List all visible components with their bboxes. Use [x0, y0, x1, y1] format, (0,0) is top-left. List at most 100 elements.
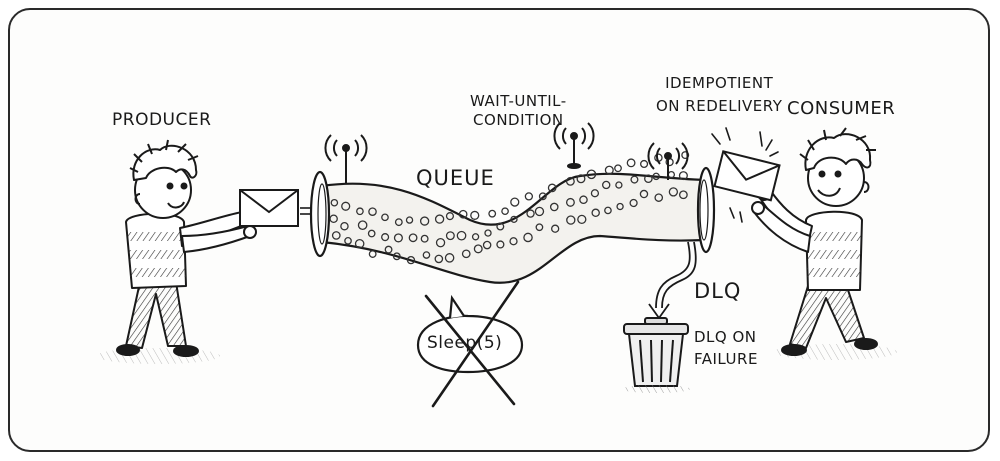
queue-dot [526, 209, 535, 218]
queue-dot [551, 224, 560, 233]
queue-dot [354, 238, 365, 249]
queue-dot [420, 234, 429, 243]
producer-shadow [96, 348, 220, 364]
queue-dot [576, 174, 586, 184]
wait-label-line2: CONDITION [473, 111, 564, 129]
queue-dot [344, 237, 352, 245]
queue-dot [667, 170, 676, 179]
producer-figure [116, 139, 257, 357]
queue-dot [616, 202, 624, 211]
queue-dot [496, 222, 505, 231]
queue-dot [496, 240, 505, 249]
trash-can-icon [622, 317, 690, 393]
envelope-icon [239, 189, 299, 227]
queue-dot [577, 214, 587, 225]
queue-dot [629, 198, 638, 208]
idempotent-label: IDEMPOTIENT ON REDELIVERY [656, 72, 782, 118]
queue-dot [678, 171, 688, 181]
queue-dot [524, 192, 534, 201]
queue-dot [488, 209, 497, 218]
queue-dot [445, 212, 455, 221]
queue-dot [501, 207, 509, 216]
queue-dot [356, 207, 364, 216]
queue-dot [510, 215, 518, 223]
queue-dot [434, 254, 444, 264]
queue-dot [565, 176, 575, 186]
queue-dot [547, 183, 557, 193]
idem-label-line1: IDEMPOTIENT [665, 74, 774, 92]
queue-dot [444, 253, 455, 263]
queue-dot [681, 151, 690, 160]
queue-dot [435, 237, 446, 248]
wait-label-line1: WAIT-UNTIL- [470, 92, 567, 110]
queue-dot [394, 218, 403, 227]
queue-dot [381, 213, 389, 222]
dlq-fail-line2: FAILURE [694, 350, 758, 368]
consumer-label: CONSUMER [787, 98, 896, 119]
queue-dot [393, 233, 403, 243]
queue-label: QUEUE [416, 166, 495, 190]
idem-label-line2: ON REDELIVERY [656, 97, 783, 115]
queue-dot [445, 231, 455, 241]
queue-dot [473, 244, 483, 254]
antenna-icon [647, 142, 689, 180]
queue-dot [591, 208, 600, 218]
queue-dot [538, 192, 547, 201]
queue-dot [510, 197, 520, 207]
queue-dot [434, 214, 445, 224]
queue-dot [367, 229, 376, 238]
queue-dot [368, 207, 377, 216]
queue-dot [458, 209, 468, 219]
queue-dot [329, 214, 338, 224]
queue-dot [357, 220, 368, 231]
wait-until-condition-label: WAIT-UNTIL- CONDITION [470, 92, 567, 130]
queue-dot [678, 190, 688, 200]
queue-dot [330, 198, 339, 207]
queue-dot [668, 187, 679, 197]
dlq-label: DLQ [694, 279, 742, 303]
consumer-figure [751, 127, 878, 356]
queue-dot [566, 215, 576, 225]
queue-dot [640, 159, 649, 169]
queue-dot [604, 165, 614, 175]
dlq-on-failure-label: DLQ ON FAILURE [694, 326, 758, 370]
queue-dot [615, 181, 623, 189]
queue-dot [392, 252, 401, 261]
queue-dot [419, 216, 430, 226]
queue-dot [422, 251, 431, 259]
queue-dot [456, 230, 467, 241]
queue-dot [381, 233, 390, 242]
queue-dot [368, 250, 377, 258]
queue-dot [614, 164, 622, 173]
queue-tube [300, 151, 716, 284]
motion-lines [711, 127, 779, 223]
queue-dot [482, 240, 492, 250]
queue-dot [405, 216, 414, 224]
queue-dot [470, 210, 480, 220]
queue-dot [626, 158, 636, 168]
queue-dot [549, 202, 559, 212]
antenna-icon [553, 122, 595, 169]
sleep-label: Sleep(5) [427, 333, 503, 353]
queue-dot [461, 249, 471, 259]
queue-dot [586, 169, 597, 180]
queue-dot [644, 174, 653, 184]
queue-dot [639, 189, 649, 199]
queue-dot [523, 232, 533, 243]
queue-dot [630, 175, 639, 184]
queue-dot [654, 193, 664, 202]
queue-dot [406, 255, 416, 265]
queue-dot [471, 233, 480, 241]
queue-dot [340, 221, 349, 231]
queue-right-flange [696, 166, 716, 254]
antenna-icon [324, 134, 368, 184]
sleep-bubble [416, 294, 524, 374]
dlq-fail-line1: DLQ ON [694, 328, 757, 346]
dlq-drain-arrow [648, 241, 697, 320]
queue-dot [535, 223, 544, 232]
queue-dot [652, 172, 660, 181]
queue-dot [604, 206, 612, 215]
queue-dot [509, 237, 518, 246]
queue-dot [331, 231, 341, 240]
